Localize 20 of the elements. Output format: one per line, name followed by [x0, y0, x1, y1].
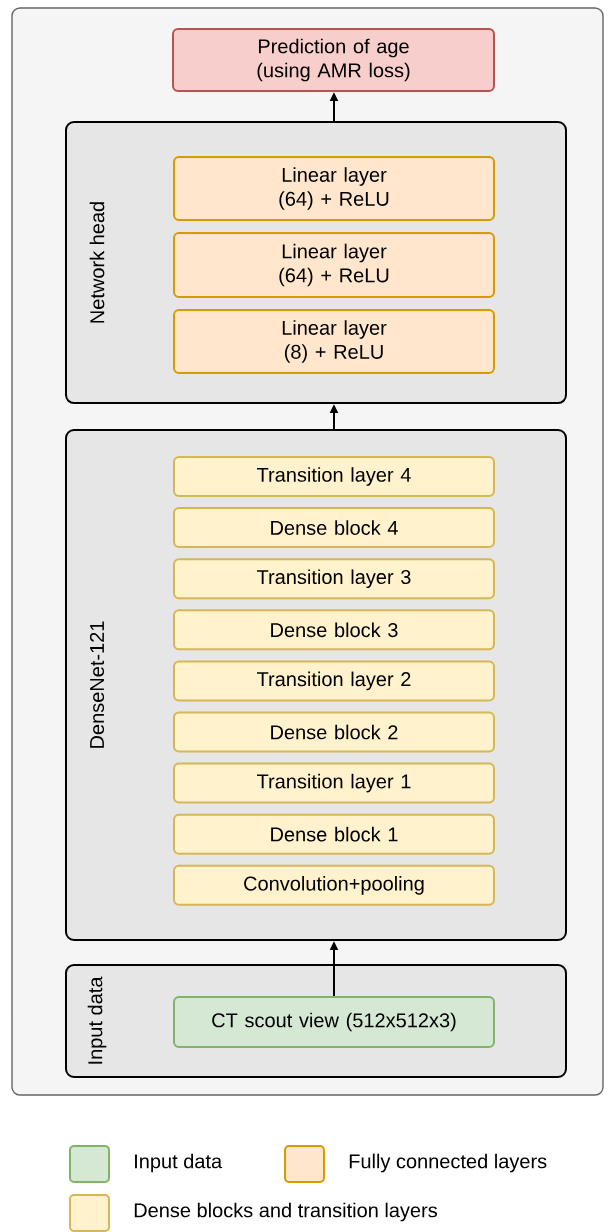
- group-label: DenseNet-121: [89, 621, 105, 748]
- layer-box: Transition layer 1: [173, 762, 495, 804]
- legend-label: Input data: [135, 1153, 223, 1173]
- layer-box: Linear layer (64) + ReLU: [173, 232, 495, 298]
- layer-box: Dense block 1: [173, 813, 495, 855]
- layer-box: Transition layer 3: [173, 558, 495, 600]
- layer-box: Dense block 3: [173, 609, 495, 651]
- layer-box: Linear layer (8) + ReLU: [173, 309, 495, 374]
- group-label: Input data: [87, 976, 107, 1064]
- layer-box: Convolution+pooling: [173, 864, 495, 906]
- legend-label: Dense blocks and transition layers: [134, 1202, 437, 1222]
- input-box: CT scout view (512x512x3): [173, 996, 495, 1048]
- group-label: Network head: [89, 202, 105, 323]
- layer-box: Linear layer (64) + ReLU: [173, 156, 495, 221]
- legend-label: Fully connected layers: [349, 1153, 547, 1173]
- layer-box: Transition layer 2: [173, 660, 495, 702]
- layer-box: Dense block 2: [173, 711, 495, 753]
- layer-box: Transition layer 4: [173, 456, 495, 497]
- output-box: Prediction of age (using AMR loss): [172, 28, 495, 92]
- layer-box: Dense block 4: [173, 507, 495, 549]
